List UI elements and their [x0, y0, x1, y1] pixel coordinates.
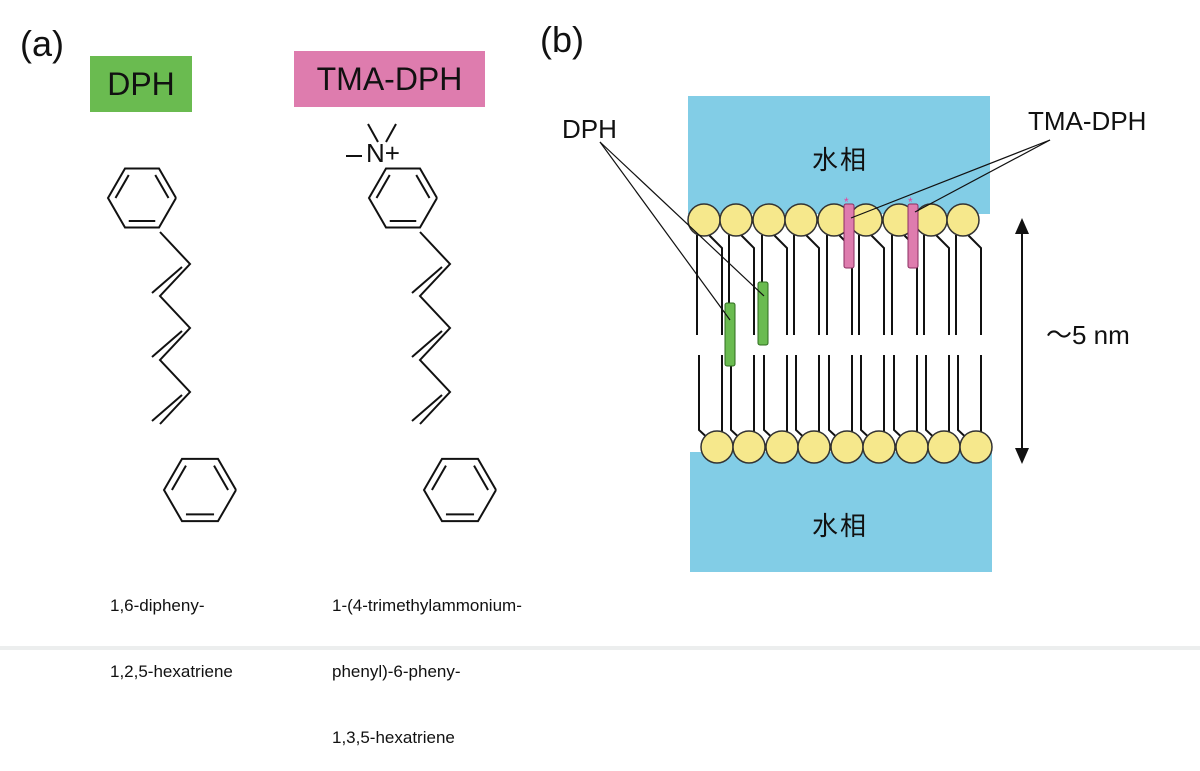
n-methyl-bond [367, 123, 379, 143]
dph-hexatriene-chain [158, 231, 192, 425]
lipid-headgroup-top [946, 203, 980, 237]
water-phase-top [688, 96, 990, 214]
tma-phenyl-ring-double-bond [375, 174, 391, 199]
dph-top-phenyl-ring [106, 167, 177, 229]
dph-bottom-phenyl-ring [162, 457, 237, 523]
lipid-headgroup-top [752, 203, 786, 237]
tma-hexatriene-chain [418, 231, 452, 425]
tma-name-line: 1,3,5-hexatriene [332, 728, 455, 747]
lipid-headgroup-bottom [765, 430, 799, 464]
lipid-headgroup-bottom [862, 430, 896, 464]
lipid-tail-bottom [763, 355, 779, 444]
lipid-headgroup-top [687, 203, 721, 237]
tma-callout-line [850, 139, 1051, 219]
lipid-tail-bottom [795, 355, 811, 444]
dph-callout-line [599, 141, 765, 297]
tma-name-line: 1-(4-trimethylammonium- [332, 596, 522, 615]
bottom-border [0, 646, 1200, 650]
dph-probe [724, 302, 736, 367]
ammonium-label: N+ [366, 138, 400, 168]
lipid-tail-top [740, 234, 755, 335]
dph-name-line: 1,6-dipheny- [110, 596, 205, 615]
dph-bottom-phenyl-ring-double-bond [171, 465, 187, 491]
lipid-tail-top [708, 234, 723, 335]
tma-charge-star: * [844, 195, 849, 209]
tma-phenyl-ring [367, 167, 438, 229]
lipid-headgroup-bottom [797, 430, 831, 464]
diagram-canvas: ** [106, 96, 1051, 572]
lipid-tail-top [773, 234, 788, 335]
tma-dph-probe [843, 203, 855, 269]
thickness-arrow-down-head [1015, 448, 1029, 464]
thickness-arrow-up-head [1015, 218, 1029, 234]
lipid-tail-top [870, 234, 885, 335]
membrane-thickness-label: ～5 nm [1046, 320, 1130, 350]
tma-charge-star: * [908, 195, 913, 209]
n-methyl-bond [385, 123, 397, 143]
tma-bottom-phenyl-ring-double-bond [473, 465, 489, 491]
dph-tag: DPH [90, 56, 192, 112]
water-phase-top-label: 水相 [812, 146, 869, 176]
panel-b-label: (b) [540, 19, 584, 60]
lipid-tail-bottom [925, 355, 941, 444]
lipid-tail-bottom [730, 355, 746, 444]
dph-top-phenyl-ring-double-bond [154, 174, 170, 199]
lipid-tail-bottom [893, 355, 909, 444]
lipid-tail-bottom [698, 355, 714, 444]
tma-bottom-phenyl-ring-double-bond [431, 465, 447, 491]
lipid-headgroup-bottom [830, 430, 864, 464]
dph-callout-label: DPH [562, 114, 617, 144]
dph-probe [757, 281, 769, 346]
panel-a-label: (a) [20, 23, 64, 64]
lipid-headgroup-top [784, 203, 818, 237]
lipid-headgroup-bottom [732, 430, 766, 464]
lipid-tail-bottom [860, 355, 876, 444]
lipid-tail-top [805, 234, 820, 335]
tma-hexatriene-chain-double-bond [411, 330, 443, 358]
dph-bottom-phenyl-ring-double-bond [213, 465, 229, 491]
water-phase-bottom [690, 452, 992, 572]
lipid-headgroup-top [849, 203, 883, 237]
tma-dph-probe [907, 203, 919, 269]
tma-phenyl-ring-double-bond [415, 174, 431, 199]
lipid-headgroup-bottom [700, 430, 734, 464]
lipid-headgroup-bottom [895, 430, 929, 464]
tma-dph-callout-label: TMA-DPH [1028, 106, 1147, 136]
tma-bottom-phenyl-ring [422, 457, 497, 523]
tma-name-line: phenyl)-6-pheny- [332, 662, 461, 681]
lipid-tail-top [967, 234, 982, 335]
tma-hexatriene-chain-double-bond [411, 266, 443, 294]
tma-callout-line [914, 139, 1051, 213]
lipid-tail-top [935, 234, 950, 335]
tma-dph-tag: TMA-DPH [294, 51, 485, 107]
dph-hexatriene-chain-double-bond [151, 394, 183, 422]
lipid-headgroup-top [719, 203, 753, 237]
water-phase-bottom-label: 水相 [812, 512, 869, 542]
lipid-tail-bottom [828, 355, 844, 444]
dph-callout-line [599, 141, 731, 321]
dph-hexatriene-chain-double-bond [151, 266, 183, 294]
dph-name-line: 1,2,5-hexatriene [110, 662, 233, 681]
dph-hexatriene-chain-double-bond [151, 330, 183, 358]
tma-hexatriene-chain-double-bond [411, 394, 443, 422]
lipid-headgroup-bottom [927, 430, 961, 464]
dph-top-phenyl-ring-double-bond [114, 174, 130, 199]
lipid-headgroup-bottom [959, 430, 993, 464]
lipid-tail-bottom [957, 355, 973, 444]
